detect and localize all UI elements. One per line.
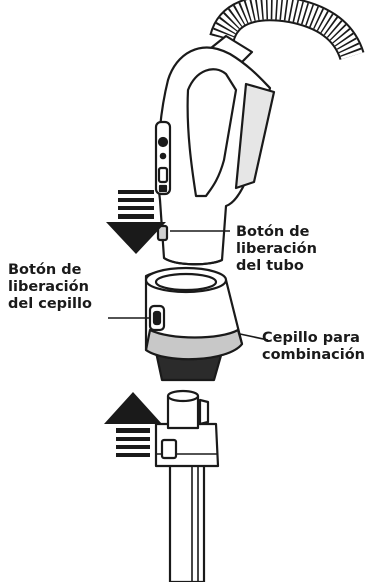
up-arrow <box>104 392 162 457</box>
combo-brush-label: Cepillo para combinación <box>262 330 365 363</box>
combination-brush <box>144 266 244 382</box>
brush-release-label: Botón de liberación del cepillo <box>8 262 92 312</box>
combo-brush-leader <box>239 333 269 341</box>
down-arrow <box>106 190 166 254</box>
leader-lines <box>108 230 269 341</box>
extension-tube <box>154 389 220 582</box>
hose-release-label: Botón de liberación del tubo <box>236 224 317 274</box>
flexible-hose <box>209 0 365 61</box>
wand-handle <box>154 34 276 266</box>
